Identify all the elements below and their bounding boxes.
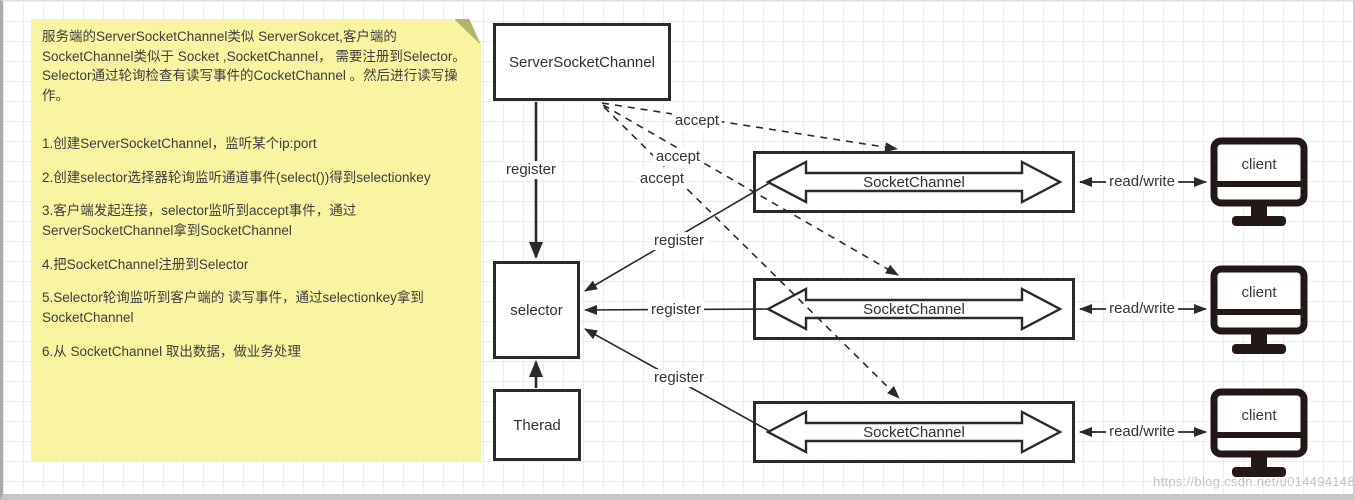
selector-label: selector [510, 301, 563, 319]
watermark-url: https://blog.csdn.net/u014494148 [1153, 474, 1355, 489]
register-label-2: register [647, 301, 705, 319]
sticky-note: 服务端的ServerSocketChannel类似 ServerSokcet,客… [31, 19, 481, 461]
read-write-label-3: read/write [1106, 423, 1178, 441]
socket-channel-box-2: SocketChannel [753, 278, 1075, 340]
note-step-6: 6.从 SocketChannel 取出数据，做业务处理 [42, 343, 301, 359]
thread-box: Therad [493, 389, 581, 461]
read-write-label-2: read/write [1106, 300, 1178, 318]
socket-channel-box-1: SocketChannel [753, 151, 1075, 213]
note-step-2: 2.创建selector选择器轮询监听通道事件(select())得到selec… [42, 169, 431, 185]
socket-channel-label: SocketChannel [863, 173, 965, 191]
socket-channel-label: SocketChannel [863, 423, 965, 441]
client-label: client [1241, 284, 1277, 301]
note-step-5: 5.Selector轮询监听到客户端的 读写事件，通过selectionkey拿… [42, 290, 424, 326]
note-intro: 服务端的ServerSocketChannel类似 ServerSokcet,客… [42, 29, 466, 104]
note-step-1: 1.创建ServerSocketChannel，监听某个ip:port [42, 135, 317, 151]
client-monitor-icon-1: client [1210, 137, 1308, 226]
client-label: client [1241, 407, 1277, 424]
client-monitor-icon-2: client [1210, 265, 1308, 354]
accept-label-1: accept [671, 112, 723, 130]
note-step-3: 3.客户端发起连接，selector监听到accept事件，通过ServerSo… [42, 203, 357, 238]
socket-channel-box-3: SocketChannel [753, 401, 1075, 463]
register-label-3: register [650, 369, 708, 387]
note-step-4: 4.把SocketChannel注册到Selector [42, 256, 249, 272]
register-label-1: register [650, 232, 708, 250]
double-arrow-icon [765, 410, 1063, 454]
thread-label: Therad [513, 416, 561, 434]
register-top-label: register [502, 161, 560, 179]
selector-box: selector [493, 261, 580, 359]
read-write-label-1: read/write [1106, 173, 1178, 191]
socket-channel-label: SocketChannel [863, 300, 965, 318]
client-label: client [1241, 156, 1277, 173]
server-socket-channel-label: ServerSocketChannel [509, 53, 655, 71]
client-monitor-icon-3: client [1210, 388, 1308, 477]
accept-label-2: accept [652, 148, 704, 166]
server-socket-channel-box: ServerSocketChannel [493, 23, 671, 101]
note-steps: 1.创建ServerSocketChannel，监听某个ip:port 2.创建… [42, 134, 470, 362]
accept-label-3: accept [636, 170, 688, 188]
